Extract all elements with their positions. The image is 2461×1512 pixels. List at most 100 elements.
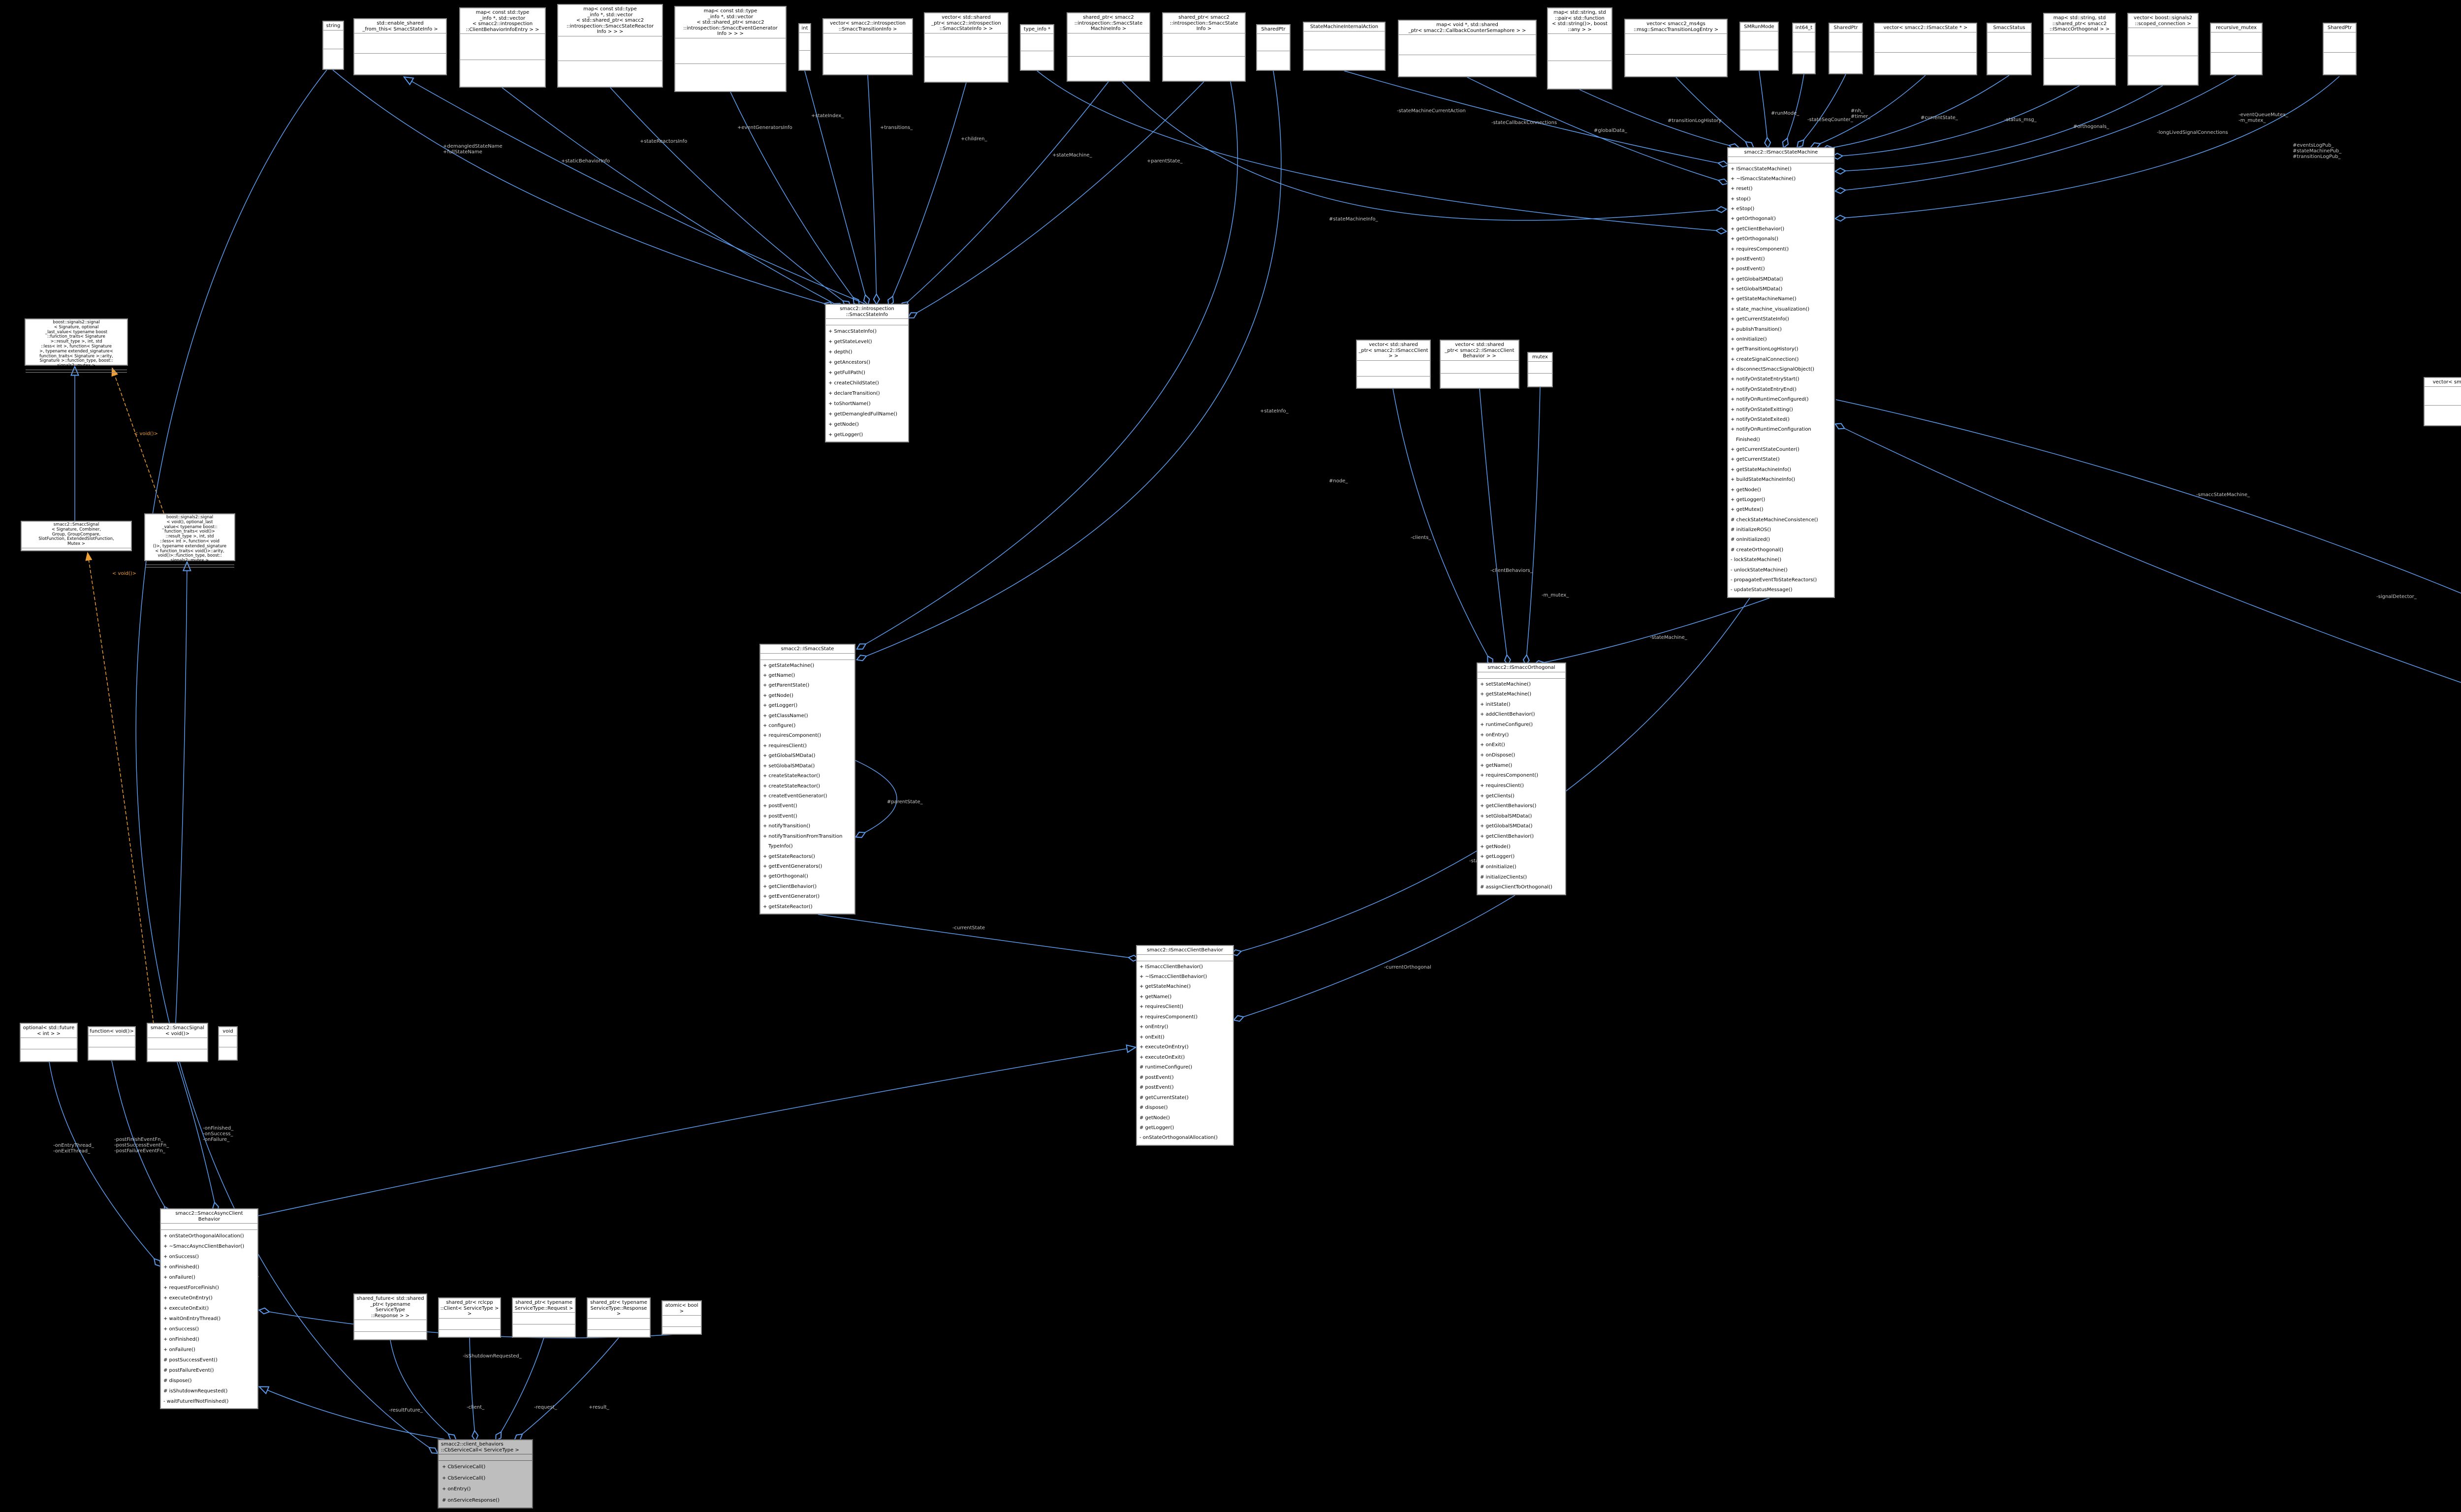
ismaccstate[interactable]: smacc2::ISmaccState+ getStateMachine()+ … <box>759 644 855 914</box>
map-clientbehaviorinfoentry[interactable]: map< const std::type _info *, std::vecto… <box>459 7 546 88</box>
sharedptr-nh[interactable]: SharedPtr <box>1829 23 1863 74</box>
ismaccstate-member: + requiresComponent() <box>763 733 821 739</box>
vector-scoped-connection[interactable]: vector< boost::signals2 ::scoped_connect… <box>2127 13 2199 86</box>
vector-ismaccstate[interactable]: vector< smacc2::ISmaccState * > <box>1874 23 1977 75</box>
ismaccorthogonal-member: + onEntry() <box>1480 732 1509 738</box>
edge-label-request: -request_ <box>534 1405 558 1410</box>
int-box[interactable]: int <box>798 23 811 71</box>
void-box-empty-compartment <box>219 1046 237 1058</box>
atomic-bool-shutdown[interactable]: atomic< bool > <box>662 1300 702 1335</box>
statemachineinternalaction[interactable]: StateMachineInternalAction <box>1303 22 1386 71</box>
sp-client[interactable]: shared_ptr< rclcpp ::Client< ServiceType… <box>438 1297 501 1338</box>
int64-box-empty-compartment <box>1793 32 1815 52</box>
void-box[interactable]: void <box>218 1026 238 1061</box>
function-void-empty-compartment <box>89 1046 135 1058</box>
vector-ismaccupdatable[interactable]: vector< smacc2::ISmaccUpdatable * > <box>2424 377 2461 426</box>
sharedptr-pubs[interactable]: SharedPtr <box>2323 23 2357 75</box>
ismaccstatemachine-empty-compartment <box>1728 156 1834 163</box>
ismaccorthogonal-member: + getLogger() <box>1480 854 1515 860</box>
ismaccorthogonal-member: + getClients() <box>1480 793 1514 799</box>
edge-cb-currentOrthogonal <box>1234 895 1515 1020</box>
enable-shared-from-this[interactable]: std::enable_shared _from_this< SmaccStat… <box>353 18 447 75</box>
sharedptr-node[interactable]: SharedPtr <box>1256 24 1291 71</box>
map-orthogonals[interactable]: map< std::string, std ::shared_ptr< smac… <box>2043 13 2116 86</box>
smaccstateinfo-member: + getAncestors() <box>828 360 871 365</box>
smaccasyncclientbehavior-member: - waitFutureIfNotFinished() <box>163 1399 229 1404</box>
sp-stateinfo[interactable]: shared_ptr< smacc2 ::introspection::Smac… <box>1162 12 1246 82</box>
atomic-bool-shutdown-title: atomic< bool > <box>665 1303 698 1314</box>
ismaccstatemachine-member: + getTransitionLogHistory() <box>1731 346 1798 352</box>
ismaccclientbehavior-member: + onEntry() <box>1139 1024 1168 1030</box>
ismaccstate-member: + getParentState() <box>763 683 810 689</box>
smrunmode-empty-compartment <box>1740 31 1778 50</box>
ismaccorthogonal[interactable]: smacc2::ISmaccOrthogonal+ setStateMachin… <box>1477 662 1566 895</box>
boost-signal-void-empty-compartment <box>145 567 234 569</box>
map-orthogonals-empty-compartment <box>2044 58 2115 83</box>
cbservicecall[interactable]: smacc2::client_behaviors ::CbServiceCall… <box>438 1439 533 1509</box>
edge-stateCallbackConnections <box>1467 77 1728 183</box>
sharedfuture-response[interactable]: shared_future< std::shared _ptr< typenam… <box>353 1293 427 1340</box>
typeinfo-ptr[interactable]: type_info * <box>1020 24 1054 71</box>
recursive-mutex[interactable]: recursive_mutex <box>2210 23 2263 75</box>
boost-signal-void[interactable]: boost::signals2::signal < void(), option… <box>144 513 235 567</box>
map-callbackcountersemaphore[interactable]: map< void *, std::shared _ptr< smacc2::C… <box>1398 20 1537 77</box>
boost-signal-generic-title: boost::signals2::signal < Signature, opt… <box>39 320 113 369</box>
optional-future-int[interactable]: optional< std::future < int > > <box>20 1023 78 1062</box>
ismaccstate-member: + getStateReactors() <box>763 853 815 859</box>
edge-stateMachine <box>901 81 1109 308</box>
mutex-box-empty-compartment <box>1528 373 1552 385</box>
map-globaldata-title: map< std::string, std ::pair< std::funct… <box>1552 10 1608 32</box>
sp-response[interactable]: shared_ptr< typename ServiceType::Respon… <box>587 1297 651 1338</box>
ismaccstatemachine-member: + getCurrentStateInfo() <box>1731 316 1789 322</box>
vector-transitioninfo-empty-compartment <box>823 53 912 73</box>
smaccstatus[interactable]: SmaccStatus <box>1987 23 2032 75</box>
sp-statemachineinfo[interactable]: shared_ptr< smacc2 ::introspection::Smac… <box>1067 12 1150 82</box>
edge-tpl-smaccsignal-void <box>88 553 154 1024</box>
ismaccstatemachine-member: + notifyOnStateExited() <box>1731 416 1790 422</box>
ismaccstatemachine-member: + ~ISmaccStateMachine() <box>1731 176 1796 182</box>
ismaccstate-empty-compartment <box>760 653 854 660</box>
ismaccstatemachine-member: + requiresComponent() <box>1731 246 1789 252</box>
edge-inh-cbservicecall-async <box>260 1387 445 1440</box>
ismaccstate-member: + getStateMachine() <box>763 662 815 668</box>
ismaccorthogonal-members: + setStateMachine()+ getStateMachine()+ … <box>1478 678 1565 893</box>
smaccasyncclientbehavior[interactable]: smacc2::SmaccAsyncClient Behavior+ onSta… <box>160 1208 258 1409</box>
ismaccstate-member: + requiresClient() <box>763 743 807 749</box>
edge-label-stateReactorsInfo: +stateReactorsInfo <box>640 139 687 144</box>
map-eventgeneratorinfo-empty-compartment <box>675 63 786 90</box>
edge-label-statusMsg: -status_msg_ <box>2004 117 2037 123</box>
boost-signal-void-title: boost::signals2::signal < void(), option… <box>153 515 227 564</box>
ismaccstatemachine[interactable]: smacc2::ISmaccStateMachine+ ISmaccStateM… <box>1727 147 1835 598</box>
edge-label-signalDetector: -signalDetector_ <box>2376 594 2417 599</box>
vector-transitioninfo[interactable]: vector< smacc2::introspection ::SmaccTra… <box>822 18 913 75</box>
vector-transitionlogentry[interactable]: vector< smacc2_ms4gs ::msg::SmaccTransit… <box>1624 19 1728 77</box>
smaccstateinfo[interactable]: smacc2::introspection ::SmaccStateInfo+ … <box>825 304 909 442</box>
vector-sp-ismaccclient[interactable]: vector< std::shared _ptr< smacc2::ISmacc… <box>1356 340 1431 389</box>
smrunmode[interactable]: SMRunMode <box>1739 22 1779 71</box>
ismaccstatemachine-member: # initializeROS() <box>1731 527 1771 533</box>
map-statereactorinfo[interactable]: map< const std::type _info *, std::vecto… <box>557 4 663 88</box>
edge-label-stateIndex: +stateIndex_ <box>811 113 844 119</box>
map-eventgeneratorinfo[interactable]: map< const std::type _info *, std::vecto… <box>674 6 787 92</box>
string-box[interactable]: string <box>322 21 344 70</box>
smaccsignal-generic[interactable]: smacc2::SmaccSignal < Signature, Combine… <box>21 521 132 551</box>
ismaccclientbehavior-member: - onStateOrthogonalAllocation() <box>1139 1135 1218 1141</box>
ismaccstate-member: + createEventGenerator() <box>763 793 827 799</box>
boost-signal-generic[interactable]: boost::signals2::signal < Signature, opt… <box>25 318 128 373</box>
vector-sp-ismaccclient-empty-compartment <box>1357 376 1430 392</box>
map-globaldata[interactable]: map< std::string, std ::pair< std::funct… <box>1547 7 1612 90</box>
vector-sp-stateinfo[interactable]: vector< std::shared _ptr< smacc2::intros… <box>924 12 1009 83</box>
ismaccstatemachine-member: + notifyOnRuntimeConfigured() <box>1731 397 1809 403</box>
vector-sp-ismaccclientbehavior[interactable]: vector< std::shared _ptr< smacc2::ISmacc… <box>1440 340 1519 389</box>
smaccasyncclientbehavior-title: smacc2::SmaccAsyncClient Behavior <box>175 1211 243 1222</box>
atomic-bool-shutdown-empty-compartment <box>663 1315 701 1326</box>
mutex-box[interactable]: mutex <box>1527 352 1553 387</box>
sp-request[interactable]: shared_ptr< typename ServiceType::Reques… <box>512 1297 576 1338</box>
function-void[interactable]: function< void()> <box>88 1026 136 1061</box>
smaccsignal-void[interactable]: smacc2::SmaccSignal < void()> <box>147 1023 208 1062</box>
ismaccclientbehavior[interactable]: smacc2::ISmaccClientBehavior+ ISmaccClie… <box>1136 945 1234 1146</box>
typeinfo-ptr-empty-compartment <box>1021 33 1053 51</box>
int64-box[interactable]: int64_t <box>1792 23 1816 74</box>
ismaccclientbehavior-member: # getCurrentState() <box>1139 1095 1189 1101</box>
sharedptr-node-empty-compartment <box>1257 33 1290 51</box>
